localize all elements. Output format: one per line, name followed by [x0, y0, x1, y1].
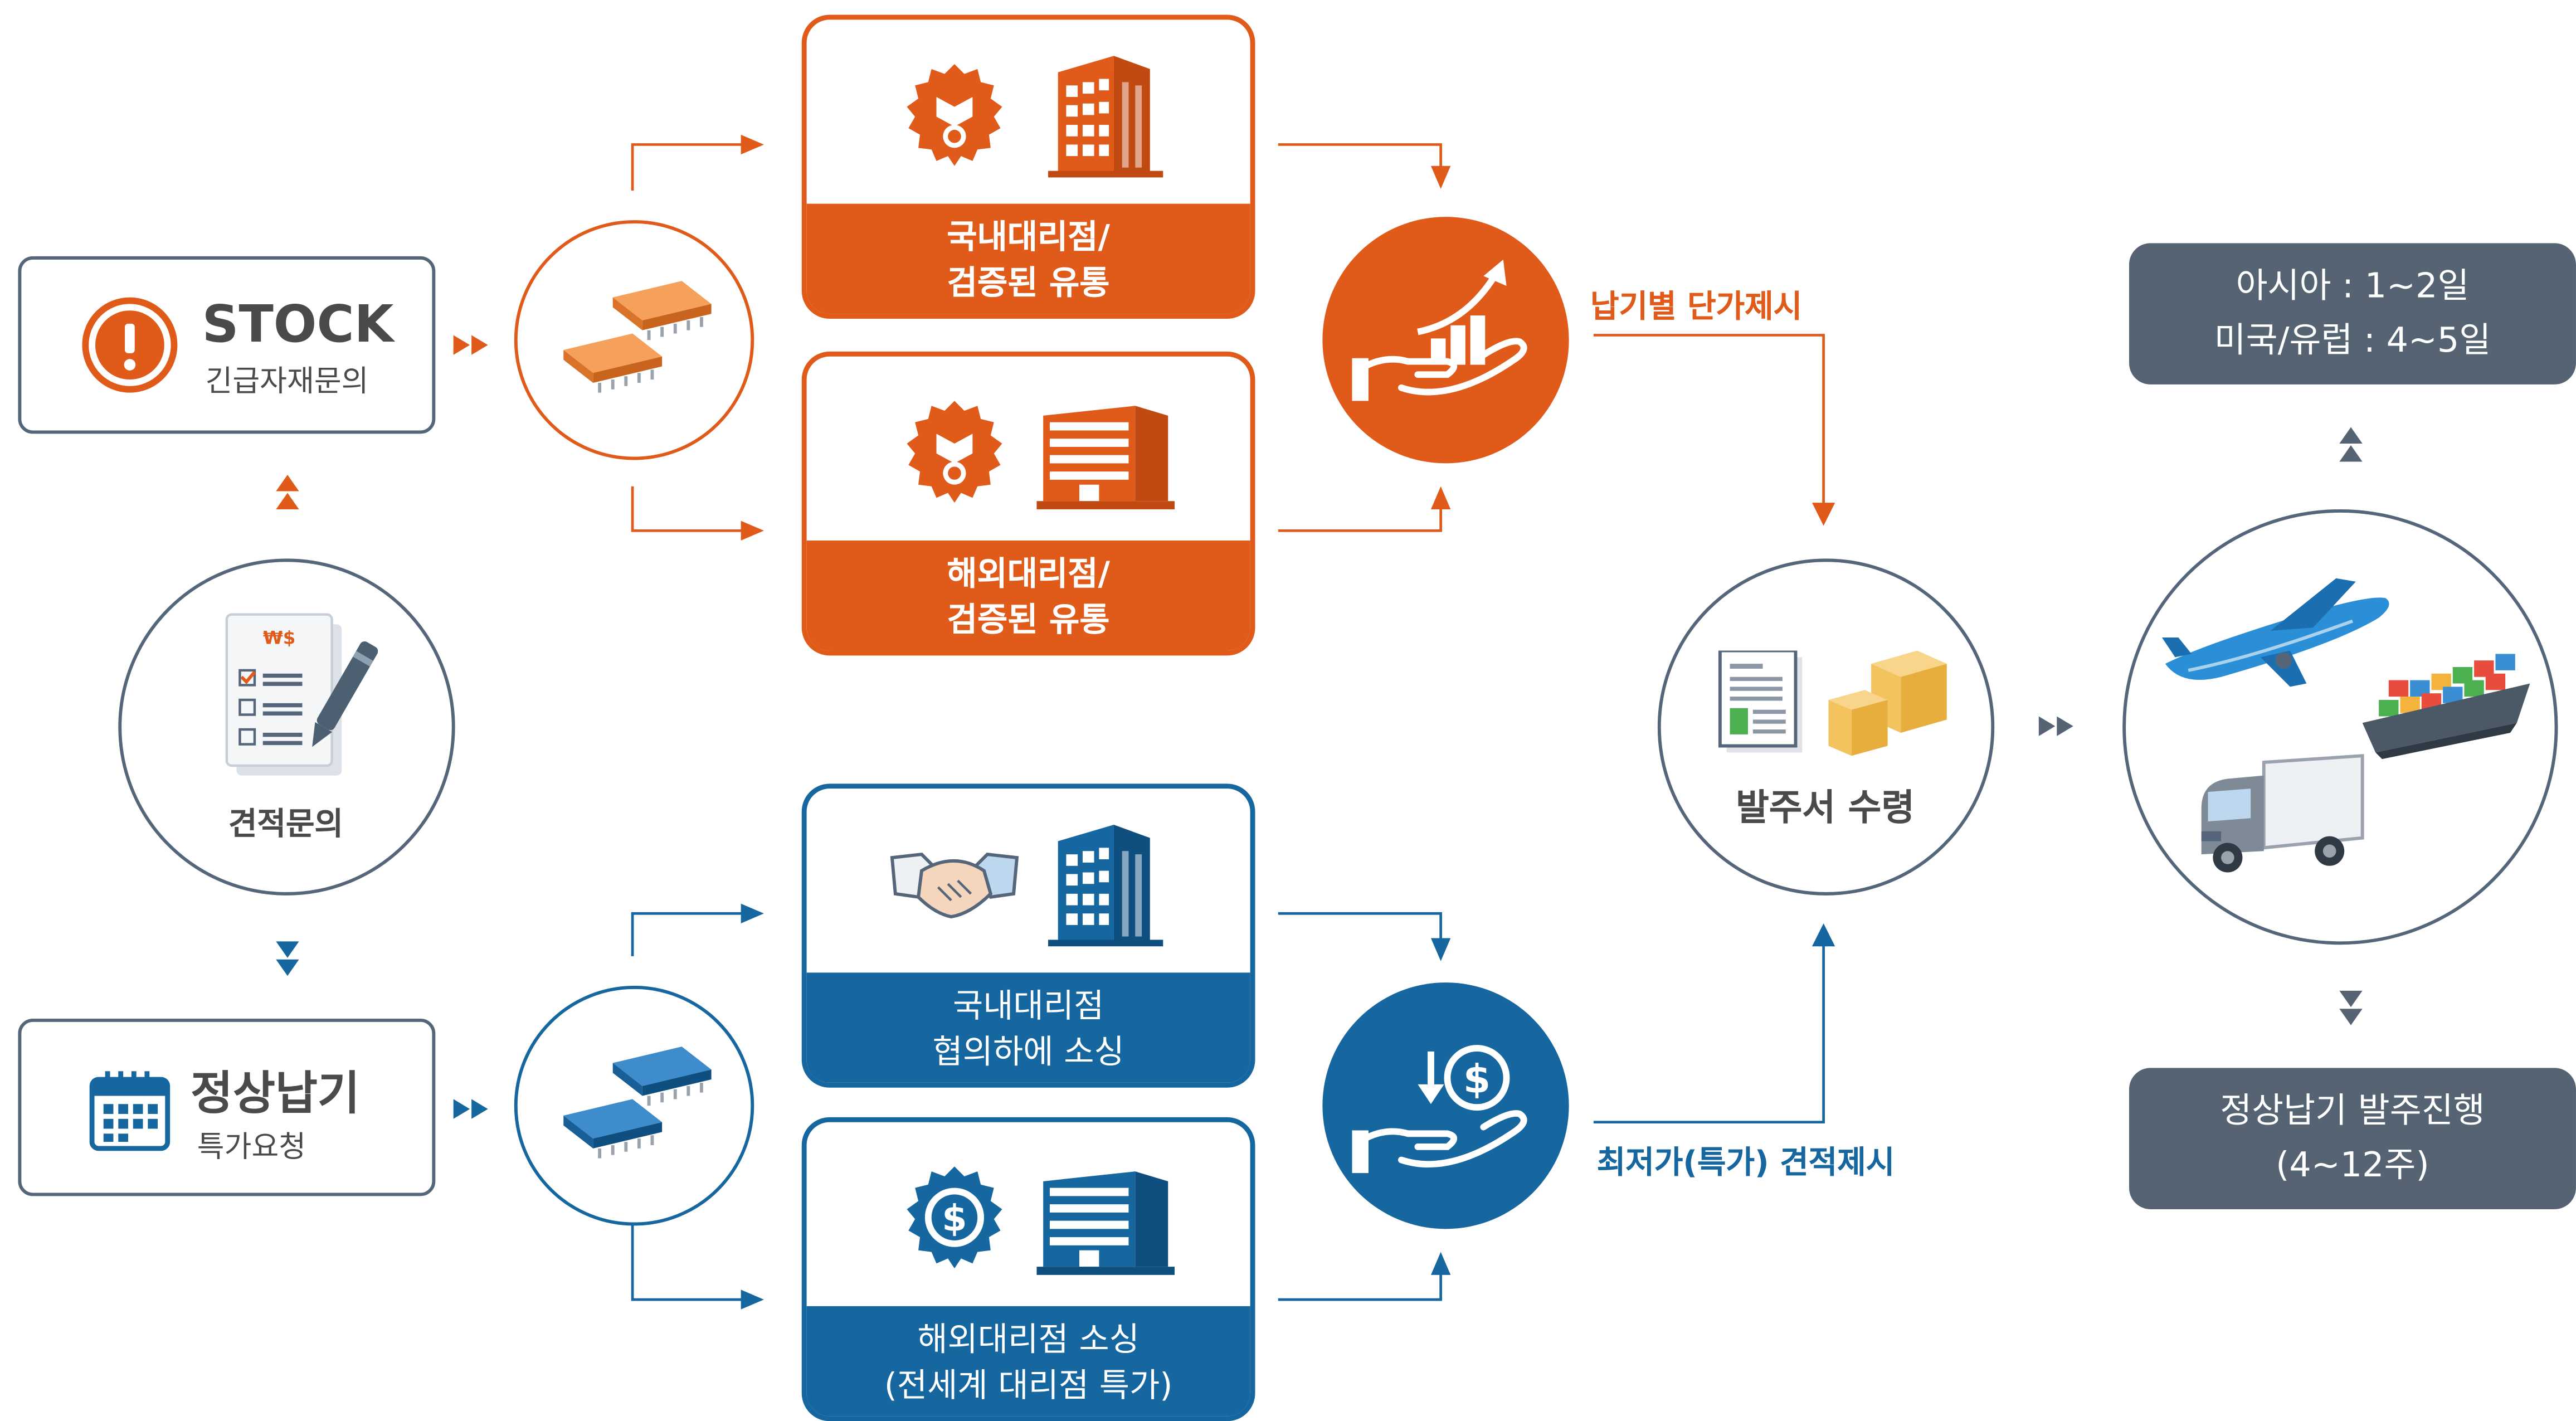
- building-icon: [1048, 56, 1163, 178]
- cargo-ship-icon: [2362, 654, 2530, 760]
- boxes-icon: [1828, 650, 1947, 756]
- office-building-icon: [1036, 1171, 1175, 1275]
- card-line: (전세계 대리점 특가): [884, 1364, 1173, 1404]
- card-domestic-negotiation: 국내대리점 협의하에 소싱: [801, 784, 1255, 1088]
- inquiry-label: 견적문의: [228, 806, 344, 843]
- order-received-circle: 발주서 수령: [1657, 558, 1995, 896]
- order-received-label: 발주서 수령: [1736, 789, 1915, 830]
- handshake-icon: [890, 853, 1019, 919]
- card-line: 검증된 유통: [947, 598, 1110, 639]
- normal-delivery-weeks: (4~12주): [2276, 1145, 2429, 1185]
- normal-delivery-order-line: 정상납기 발주진행: [2220, 1091, 2485, 1131]
- airplane-icon: [2161, 578, 2389, 687]
- transport-circle: [2122, 509, 2558, 945]
- calendar-icon: [89, 1071, 171, 1151]
- card-line: 협의하에 소싱: [932, 1031, 1124, 1070]
- certificate-badge-icon: [907, 64, 1002, 166]
- card-line: 해외대리점 소싱: [917, 1318, 1140, 1358]
- chip-icon: [563, 1047, 712, 1159]
- office-building-icon: [1036, 406, 1175, 509]
- certificate-badge-icon: [907, 401, 1002, 503]
- stock-subtitle: 긴급자재문의: [205, 364, 369, 400]
- svg-text:₩$: ₩$: [263, 627, 295, 649]
- chip-circle-stock: [514, 220, 754, 460]
- stock-box: STOCK 긴급자재문의: [18, 256, 436, 434]
- stock-title: STOCK: [202, 295, 394, 355]
- price-growth-circle: [1322, 217, 1569, 464]
- normal-delivery-order-box: 정상납기 발주진행 (4~12주): [2129, 1068, 2576, 1209]
- fast-delivery-box: 아시아 : 1~2일 미국/유럽 : 4~5일: [2129, 243, 2576, 385]
- fast-delivery-us-eu: 미국/유럽 : 4~5일: [2214, 320, 2491, 360]
- fast-delivery-asia: 아시아 : 1~2일: [2236, 266, 2470, 306]
- svg-text:$: $: [1463, 1056, 1491, 1102]
- normal-delivery-box: 정상납기 특가요청: [18, 1018, 436, 1196]
- building-icon: [1048, 825, 1163, 947]
- card-domestic-verified: 국내대리점/ 검증된 유통: [801, 14, 1255, 319]
- card-line: 해외대리점/: [947, 553, 1111, 592]
- dollar-badge-icon: $: [907, 1166, 1002, 1269]
- card-overseas-sourcing: $ 해외대리점 소싱 (전세계 대리점 특가): [801, 1117, 1255, 1421]
- truck-icon: [2201, 754, 2364, 873]
- lowest-price-circle: $: [1322, 982, 1569, 1229]
- card-line: 국내대리점/: [947, 216, 1111, 256]
- normal-delivery-title: 정상납기: [191, 1066, 360, 1121]
- hand-growth-chart-icon: [1352, 259, 1527, 401]
- lowest-price-label: 최저가(특가) 견적제시: [1596, 1145, 1895, 1181]
- chip-icon: [563, 281, 712, 393]
- hand-dollar-icon: $: [1352, 1045, 1527, 1174]
- chip-circle-normal: [514, 985, 754, 1226]
- card-overseas-verified: 해외대리점/ 검증된 유통: [801, 351, 1255, 656]
- normal-delivery-subtitle: 특가요청: [197, 1130, 306, 1165]
- card-line: 국내대리점: [953, 985, 1104, 1025]
- price-by-delivery-label: 납기별 단가제시: [1590, 289, 1803, 325]
- order-document-icon: [1718, 650, 1803, 753]
- svg-text:$: $: [942, 1198, 967, 1239]
- alert-icon: [82, 297, 178, 393]
- document-pen-icon: ₩$: [225, 613, 378, 776]
- inquiry-circle: ₩$ 견적문의: [118, 558, 455, 896]
- card-line: 검증된 유통: [947, 262, 1110, 302]
